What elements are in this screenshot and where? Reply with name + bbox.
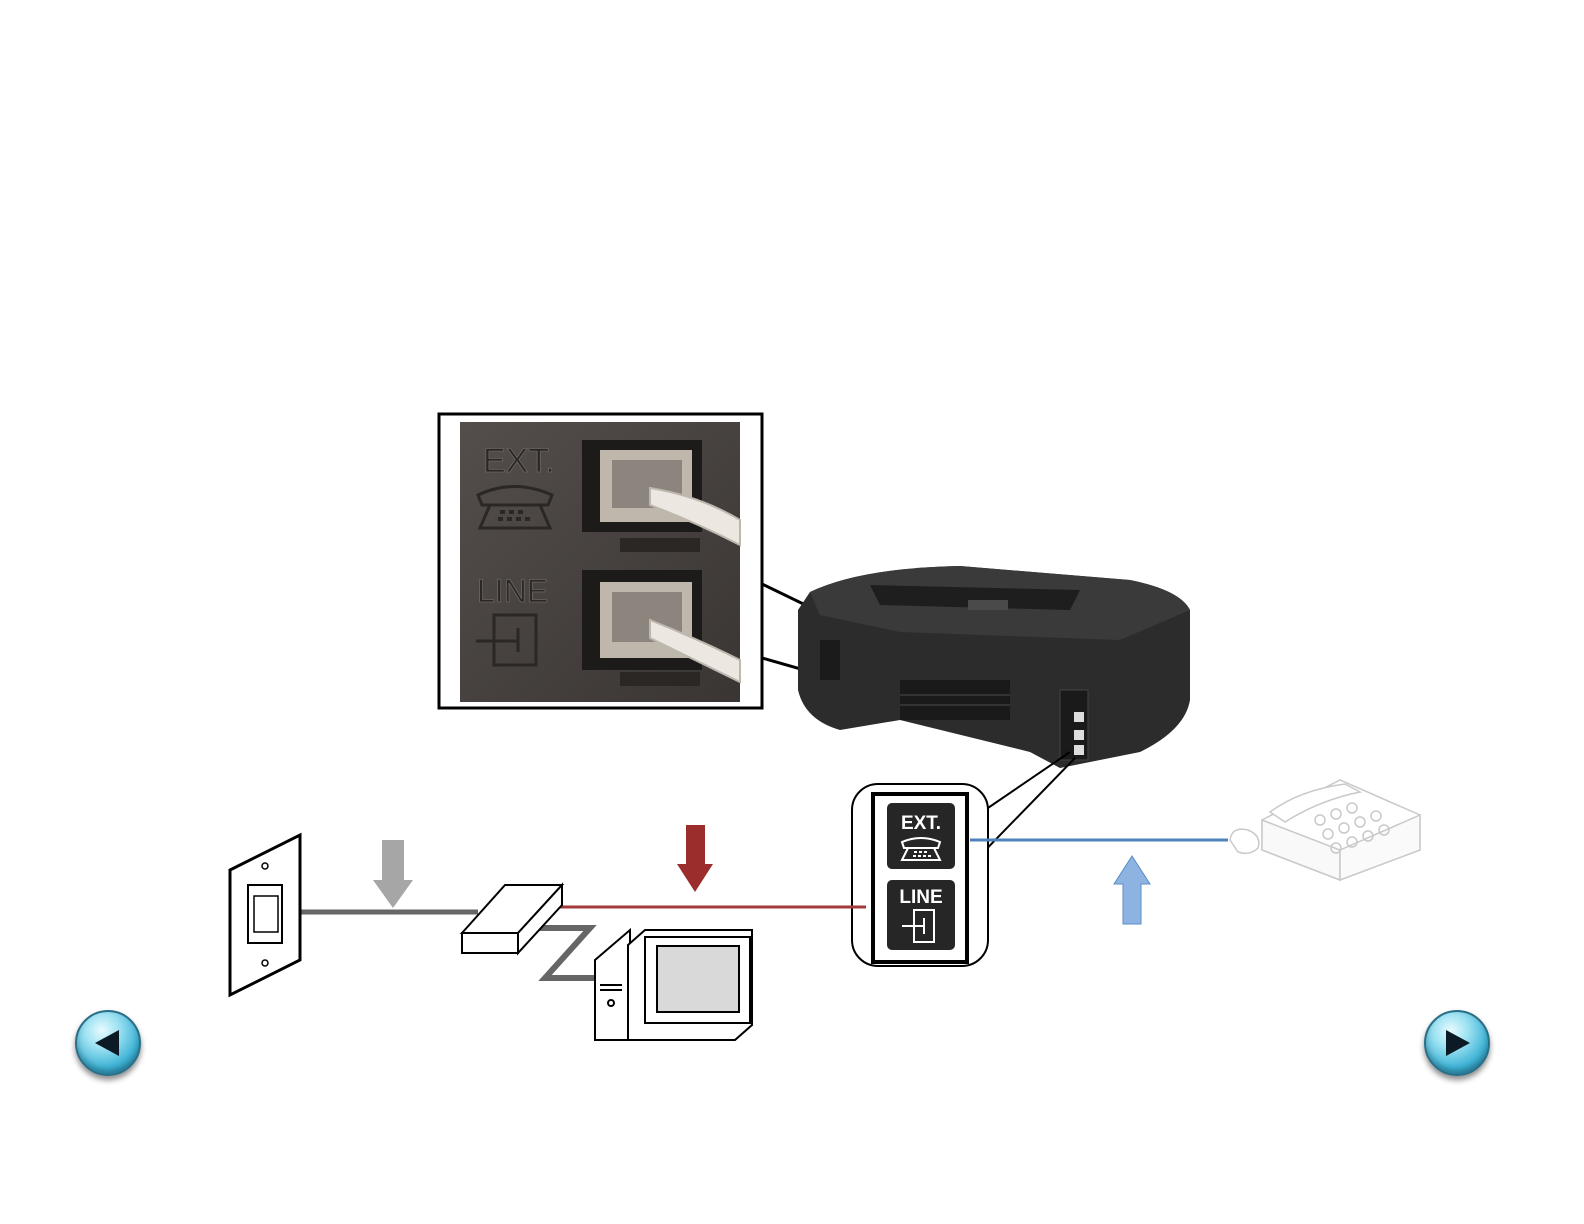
next-button[interactable] bbox=[1424, 1010, 1490, 1076]
play-right-icon bbox=[1426, 1012, 1488, 1074]
previous-button[interactable] bbox=[75, 1010, 141, 1076]
play-left-icon bbox=[77, 1012, 139, 1074]
gray-down-arrow bbox=[373, 840, 413, 908]
inset-ext-label: EXT. bbox=[483, 442, 555, 480]
printer-illustration bbox=[798, 566, 1190, 768]
port-callout: EXT. LINE bbox=[852, 784, 988, 966]
blue-up-arrow bbox=[1114, 856, 1150, 924]
telephone bbox=[1230, 780, 1420, 880]
port-photo-inset: EXT. LINE bbox=[439, 414, 762, 708]
inset-line-label: LINE bbox=[477, 573, 548, 609]
splitter bbox=[462, 885, 562, 953]
wall-jack bbox=[230, 835, 300, 995]
red-down-arrow bbox=[677, 825, 713, 892]
callout-line-label: LINE bbox=[899, 887, 942, 908]
splitter-to-computer-cable bbox=[530, 928, 600, 978]
computer bbox=[595, 930, 752, 1040]
callout-ext-label: EXT. bbox=[901, 813, 941, 834]
